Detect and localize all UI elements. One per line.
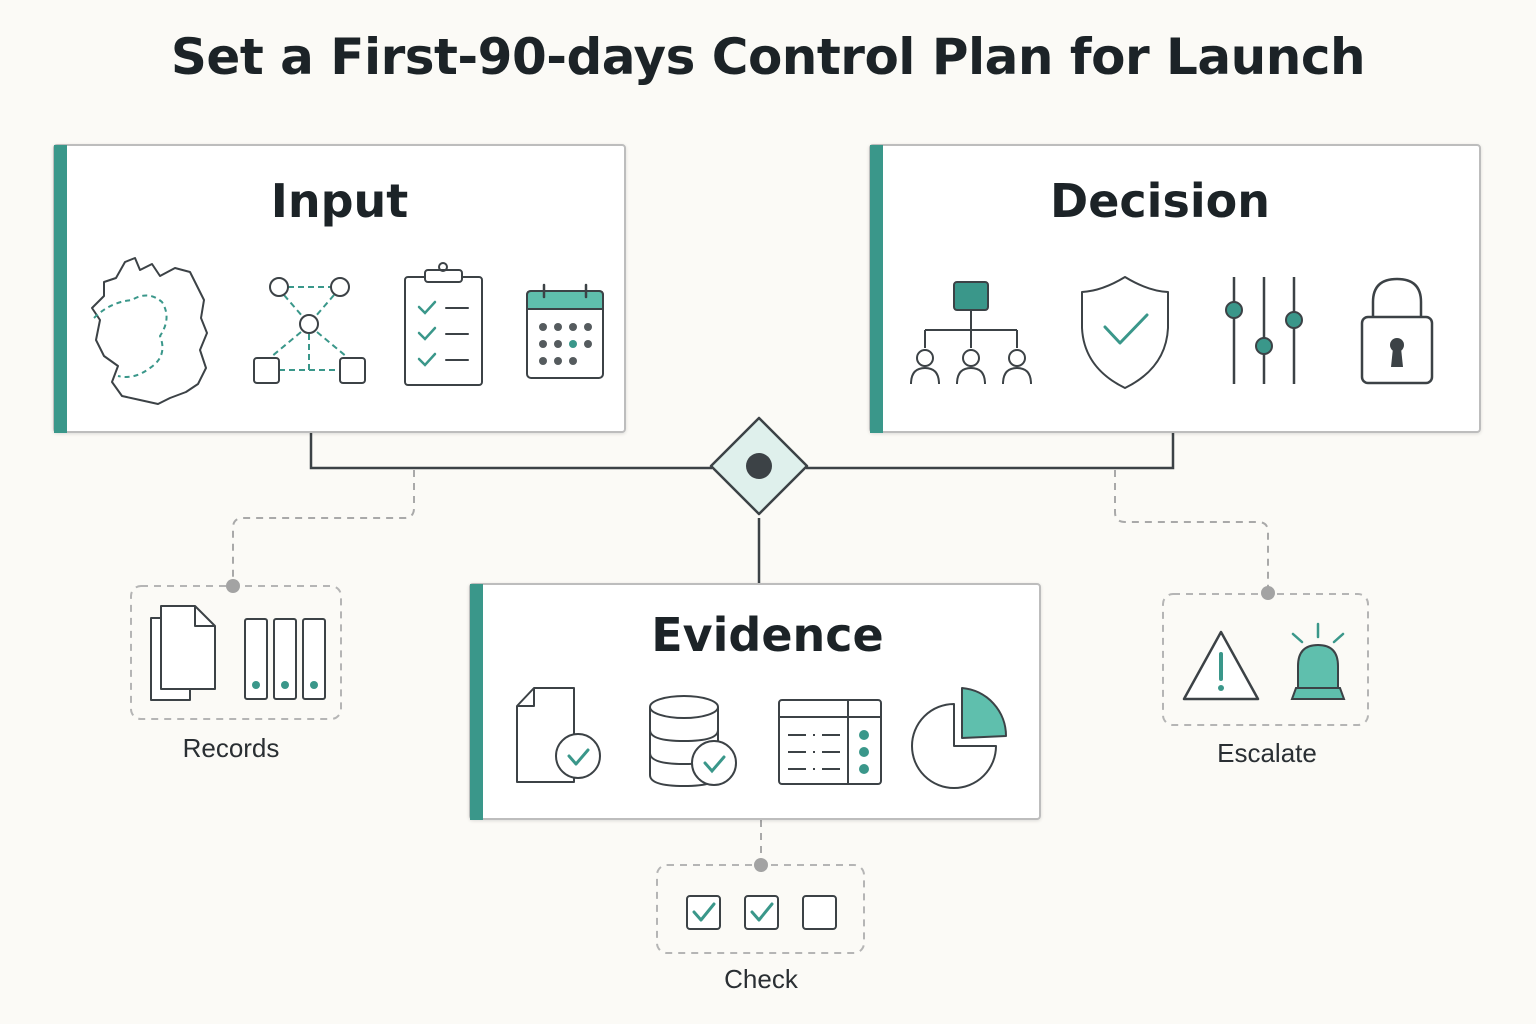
germany-map-icon	[91, 257, 208, 405]
sliders-icon	[1225, 277, 1303, 384]
connector-input-records	[232, 470, 415, 584]
pie-chart-icon	[911, 687, 1008, 789]
connector-input-hub	[309, 432, 712, 470]
input-panel-title: Input	[270, 174, 409, 228]
database-check-icon	[649, 695, 737, 788]
binders-icon	[244, 618, 326, 700]
alarm-siren-icon	[1290, 622, 1346, 700]
check-card	[656, 858, 865, 954]
document-check-icon	[516, 687, 601, 783]
records-card	[130, 579, 342, 720]
evidence-panel-title: Evidence	[651, 608, 884, 662]
decision-diamond-icon	[709, 416, 809, 516]
evidence-panel	[469, 583, 1041, 820]
solid-connectors	[309, 432, 1175, 584]
escalate-label: Escalate	[1217, 738, 1317, 768]
dashed-connectors	[232, 470, 1269, 864]
checklist-clipboard-icon	[404, 262, 483, 386]
shield-check-icon	[1081, 276, 1169, 389]
checkbox-checked-icon	[686, 895, 721, 930]
padlock-icon	[1360, 277, 1434, 385]
records-label: Records	[182, 733, 280, 763]
network-graph-icon	[253, 277, 366, 384]
documents-icon	[150, 605, 216, 701]
check-label: Check	[724, 964, 798, 994]
input-panel	[53, 144, 626, 433]
calendar-icon	[526, 283, 604, 379]
spreadsheet-icon	[778, 699, 882, 785]
connector-decision-hub	[806, 432, 1175, 470]
warning-icon	[1182, 630, 1260, 701]
connector-decision-escalate	[1114, 470, 1269, 592]
org-chart-icon	[910, 281, 1032, 385]
decision-panel-title: Decision	[1050, 174, 1270, 228]
checkbox-empty-icon	[802, 895, 837, 930]
decision-panel	[869, 144, 1481, 433]
escalate-card	[1162, 586, 1369, 726]
checkbox-checked-icon	[744, 895, 779, 930]
page-title: Set a First-90-days Control Plan for Lau…	[170, 28, 1366, 86]
